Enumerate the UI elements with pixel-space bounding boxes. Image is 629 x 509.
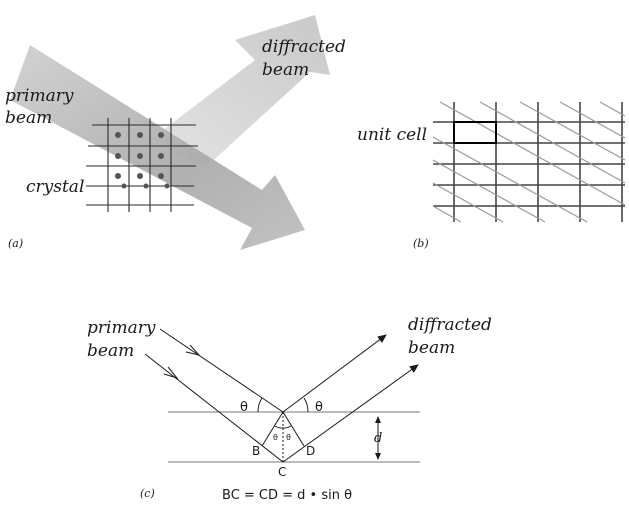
panel-a-label: (a) xyxy=(8,237,23,250)
incident-ray-1-arrow-icon xyxy=(185,344,201,356)
d-arrow-down-icon xyxy=(375,453,381,460)
point-C-label: C xyxy=(278,465,286,479)
incident-ray-2 xyxy=(144,353,284,463)
crystal-lattice xyxy=(86,118,198,212)
theta-label-right: θ xyxy=(315,400,323,415)
bragg-equation: BC = CD = d • sin θ xyxy=(222,488,352,503)
d-label: d xyxy=(374,431,382,446)
panel-c-label: (c) xyxy=(140,487,155,500)
primary-beam-label-1: primary xyxy=(5,86,74,106)
primary-beam-arrow xyxy=(10,45,305,250)
incident-ray-1 xyxy=(159,328,284,413)
diffracted-ray-1 xyxy=(282,334,387,413)
diffracted-beam-label-1: diffracted xyxy=(262,37,346,57)
theta-arc-inner-left xyxy=(274,425,284,429)
unit-cell-label: unit cell xyxy=(357,125,427,145)
lattice-planes xyxy=(432,101,626,223)
theta-arc-right xyxy=(303,397,309,413)
d-arrow-up-icon xyxy=(375,416,381,423)
panel-b: unit cell (b) xyxy=(357,101,626,250)
point-D-label: D xyxy=(306,444,315,458)
point-B-label: B xyxy=(252,444,260,458)
diffracted-beam-label-2: beam xyxy=(262,60,309,80)
line-to-D xyxy=(282,411,305,447)
primary-beam-label-2: beam xyxy=(5,108,52,128)
lattice-grid xyxy=(433,102,625,222)
panel-b-label: (b) xyxy=(413,237,429,250)
crystal-label: crystal xyxy=(26,177,84,197)
panel-c: primary beam diffracted beam θ θ θ θ d B… xyxy=(87,315,492,503)
theta-arc-inner-right xyxy=(282,425,292,429)
c-primary-beam-label-2: beam xyxy=(87,341,134,361)
theta-label-left: θ xyxy=(240,400,248,415)
crystal-atoms xyxy=(115,132,170,189)
c-primary-beam-label-1: primary xyxy=(87,318,156,338)
incident-ray-2-arrow-icon xyxy=(163,366,179,379)
diffracted-ray-2 xyxy=(282,364,419,463)
theta-label-inner-right: θ xyxy=(286,433,291,442)
c-diffracted-beam-label-1: diffracted xyxy=(408,315,492,335)
c-diffracted-beam-label-2: beam xyxy=(408,338,455,358)
line-to-B xyxy=(261,411,284,447)
theta-arc-left xyxy=(257,397,263,413)
diffracted-beam-arrow xyxy=(150,15,330,168)
unit-cell-box xyxy=(453,121,497,144)
theta-label-inner-left: θ xyxy=(273,433,278,442)
panel-a: primary beam diffracted beam crystal (a) xyxy=(5,15,346,250)
